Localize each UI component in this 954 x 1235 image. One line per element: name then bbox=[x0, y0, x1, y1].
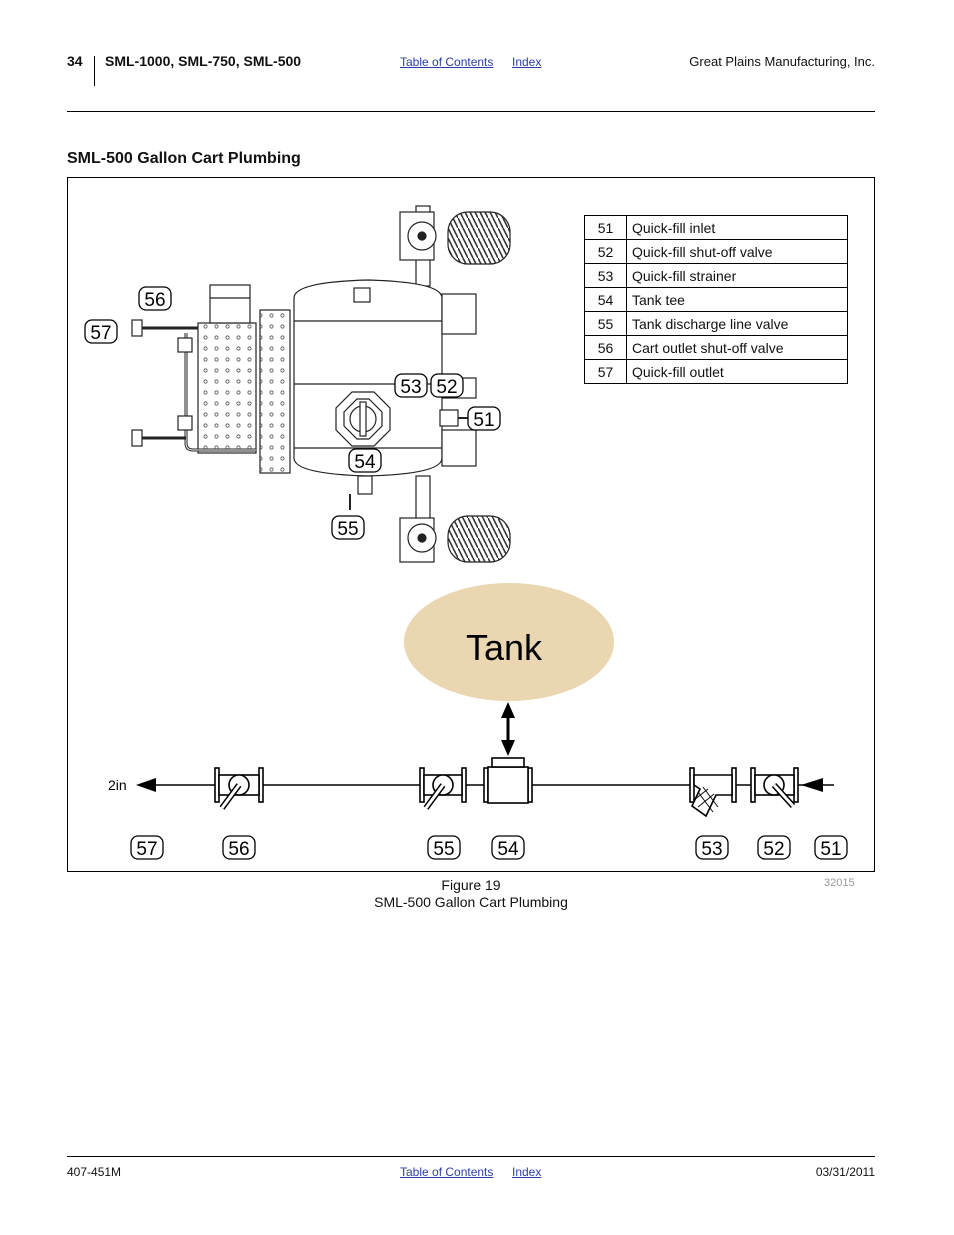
svg-text:53: 53 bbox=[701, 839, 722, 860]
platform bbox=[197, 284, 291, 474]
legend-description: Quick-fill strainer bbox=[626, 263, 848, 288]
footer-date: 03/31/2011 bbox=[815, 1165, 875, 1179]
valve-56 bbox=[214, 767, 264, 810]
svg-text:52: 52 bbox=[763, 839, 784, 860]
header-index-link[interactable]: Index bbox=[512, 55, 542, 69]
header-toc-link[interactable]: Table of Contents bbox=[400, 55, 494, 69]
legend-description: Tank discharge line valve bbox=[626, 311, 848, 336]
company-name: Great Plains Manufacturing, Inc. bbox=[689, 54, 875, 69]
strainer-53 bbox=[689, 767, 737, 818]
page-number: 34 bbox=[67, 53, 83, 69]
svg-text:55: 55 bbox=[433, 839, 454, 860]
callout-56: 56 bbox=[222, 835, 256, 860]
callout-53-top: 53 bbox=[394, 373, 428, 398]
figure-frame: 56 57 53 52 51 54 bbox=[67, 177, 875, 872]
svg-text:55: 55 bbox=[337, 519, 358, 540]
footer-index-link[interactable]: Index bbox=[512, 1165, 542, 1179]
callout-56-top: 56 bbox=[138, 286, 172, 311]
tank-tee-arrow bbox=[501, 702, 515, 756]
cart-illustration bbox=[131, 205, 511, 563]
figure-code: 32015 bbox=[824, 877, 855, 889]
figure-label: Figure 19 bbox=[441, 877, 501, 893]
callout-57-top: 57 bbox=[84, 319, 118, 344]
schematic-callouts: 57 56 55 54 53 52 bbox=[130, 835, 848, 860]
svg-text:57: 57 bbox=[136, 839, 157, 860]
tank-label: Tank bbox=[466, 627, 543, 668]
svg-text:56: 56 bbox=[228, 839, 249, 860]
legend-number: 54 bbox=[584, 287, 627, 312]
tank-ellipse: Tank bbox=[404, 583, 614, 701]
callout-55-top: 55 bbox=[331, 515, 365, 540]
legend-description: Tank tee bbox=[626, 287, 848, 312]
callout-57: 57 bbox=[130, 835, 164, 860]
legend-number: 51 bbox=[584, 215, 627, 240]
legend-description: Cart outlet shut-off valve bbox=[626, 335, 848, 360]
section-title: SML-500 Gallon Cart Plumbing bbox=[67, 150, 301, 167]
document-title: SML-1000, SML-750, SML-500 bbox=[105, 53, 302, 69]
bottom-wheel bbox=[399, 475, 511, 563]
legend-description: Quick-fill outlet bbox=[626, 359, 848, 384]
outlet-size-label: 2in bbox=[108, 777, 127, 793]
figure-caption: SML-500 Gallon Cart Plumbing bbox=[374, 894, 568, 910]
svg-text:52: 52 bbox=[436, 377, 457, 398]
svg-text:54: 54 bbox=[497, 839, 519, 860]
header-divider bbox=[94, 56, 95, 86]
legend-number: 55 bbox=[584, 311, 627, 336]
callout-54-top: 54 bbox=[348, 448, 382, 473]
inlet-arrow bbox=[801, 778, 823, 792]
tee-54 bbox=[483, 757, 533, 804]
callout-51: 51 bbox=[814, 835, 848, 860]
legend-number: 53 bbox=[584, 263, 627, 288]
callout-55: 55 bbox=[427, 835, 461, 860]
legend-description: Quick-fill shut-off valve bbox=[626, 239, 848, 264]
callout-53: 53 bbox=[695, 835, 729, 860]
legend-description: Quick-fill inlet bbox=[626, 215, 848, 240]
outlet-plumbing bbox=[131, 319, 256, 452]
top-wheel bbox=[399, 205, 511, 287]
svg-text:53: 53 bbox=[400, 377, 421, 398]
callout-51-top: 51 bbox=[467, 406, 501, 431]
svg-text:51: 51 bbox=[473, 410, 494, 431]
tank-body bbox=[293, 279, 443, 477]
footer-doc-number: 407-451M bbox=[67, 1165, 122, 1179]
svg-text:51: 51 bbox=[820, 839, 841, 860]
callout-54: 54 bbox=[491, 835, 525, 860]
outlet-arrow bbox=[136, 778, 156, 792]
valve-55 bbox=[419, 767, 467, 810]
legend-number: 57 bbox=[584, 359, 627, 384]
legend-number: 52 bbox=[584, 239, 627, 264]
callout-52-top: 52 bbox=[430, 373, 464, 398]
callout-52: 52 bbox=[757, 835, 791, 860]
footer-toc-link[interactable]: Table of Contents bbox=[400, 1165, 494, 1179]
footer-rule bbox=[67, 1156, 875, 1157]
header-rule bbox=[67, 111, 875, 112]
tank-lid bbox=[335, 391, 391, 447]
svg-text:54: 54 bbox=[354, 452, 376, 473]
svg-text:57: 57 bbox=[90, 323, 111, 344]
plumbing-diagram: 56 57 53 52 51 54 bbox=[84, 205, 848, 860]
top-callouts: 56 57 53 52 51 54 bbox=[84, 286, 501, 540]
legend-number: 56 bbox=[584, 335, 627, 360]
valve-52 bbox=[750, 767, 799, 809]
svg-text:56: 56 bbox=[144, 290, 165, 311]
